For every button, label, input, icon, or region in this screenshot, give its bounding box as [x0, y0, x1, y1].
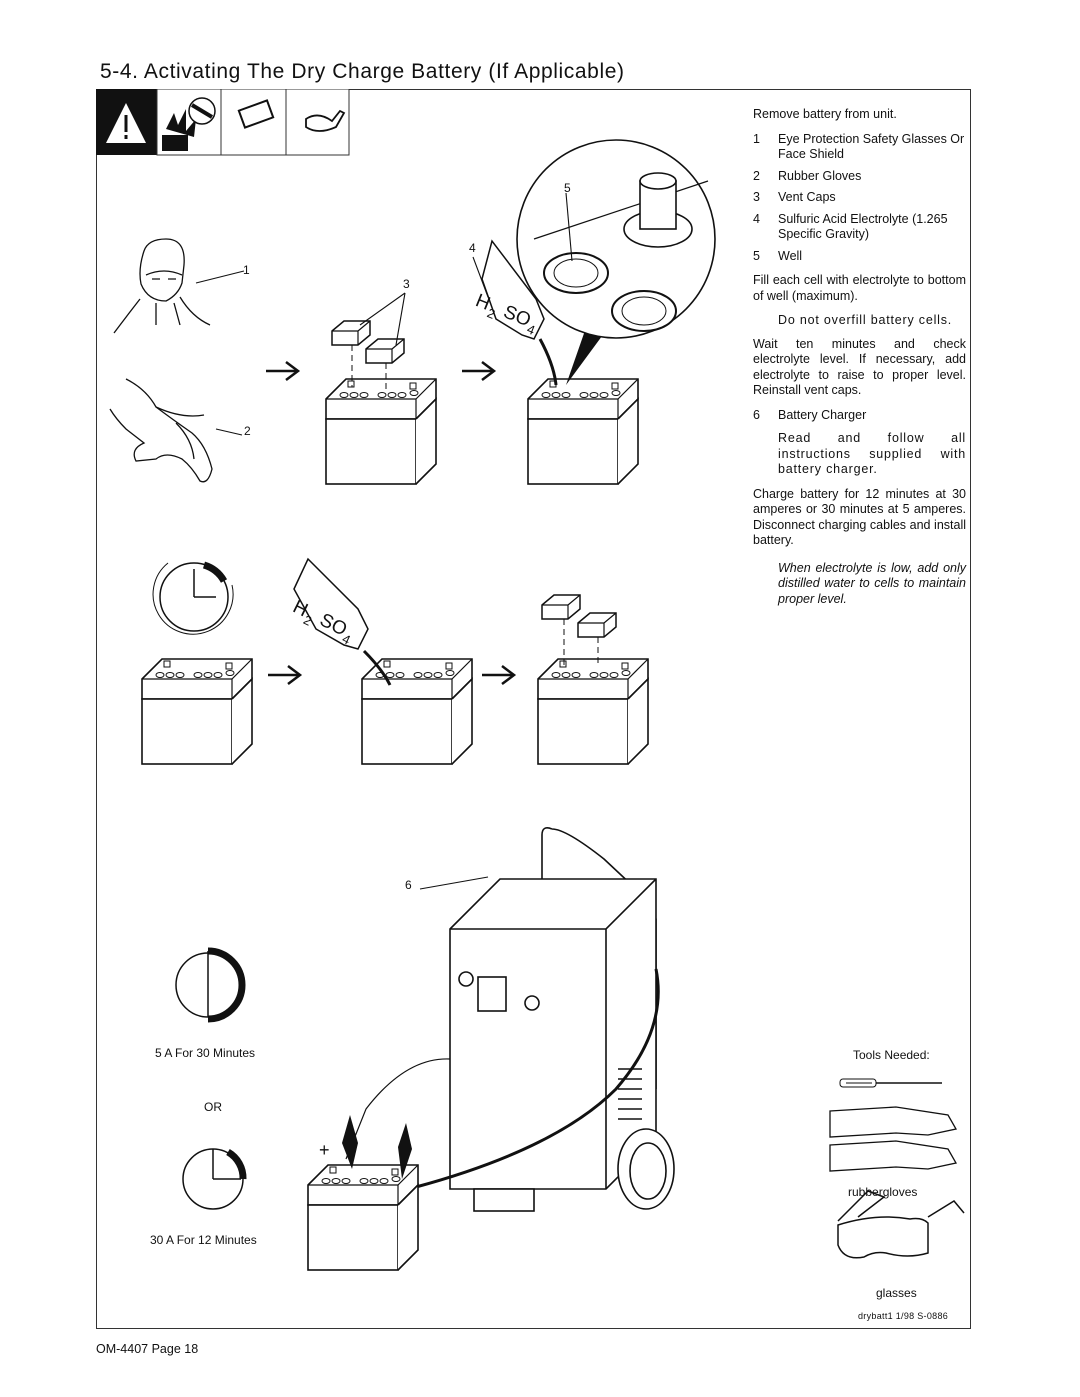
read-follow-instruction: Read and follow all instructions supplie… — [778, 431, 966, 476]
option-5a-30min: 5 A For 30 Minutes — [155, 1046, 256, 1060]
page-footer: OM-4407 Page 18 — [96, 1342, 199, 1356]
tools-gloves-label: rubbergloves — [848, 1185, 918, 1199]
screwdriver-icon — [839, 1078, 942, 1088]
rubber-gloves-icon — [829, 1106, 958, 1172]
plus-sign: + — [319, 1140, 330, 1160]
clock-30-minutes-icon — [175, 947, 246, 1023]
section-title: 5-4. Activating The Dry Charge Battery (… — [100, 60, 625, 83]
callout-2: 2 — [244, 424, 251, 438]
tools-heading: Tools Needed: — [853, 1048, 930, 1062]
tools-glasses-label: glasses — [876, 1286, 917, 1300]
clock-12-minutes-icon — [182, 1148, 247, 1210]
gloved-hands-figure — [109, 378, 213, 483]
fill-instruction: Fill each cell with electrolyte to botto… — [753, 273, 966, 303]
battery-charger-figure — [345, 827, 675, 1212]
charge-instruction: Charge battery for 12 minutes at 30 ampe… — [753, 486, 966, 548]
callout-6: 6 — [405, 878, 412, 892]
page-frame — [96, 89, 971, 1329]
remove-instruction: Remove battery from unit. — [753, 107, 897, 121]
option-or: OR — [204, 1100, 222, 1114]
callout-5: 5 — [564, 181, 571, 195]
electrolyte-bottle-2: H 2 SO 4 — [289, 557, 392, 686]
safety-icon-bar — [96, 89, 350, 156]
person-with-goggles-figure — [113, 238, 211, 334]
callout-4: 4 — [469, 241, 476, 255]
callout-1: 1 — [243, 263, 250, 277]
magnified-well-view — [516, 139, 716, 385]
drawing-codes: drybatt1 1/98 S-0886 — [858, 1311, 949, 1321]
wait-instruction: Wait ten minutes and check electrolyte l… — [753, 336, 966, 398]
clock-10-minutes-icon — [152, 561, 234, 635]
electrolyte-bottle: H 2 SO 4 — [473, 239, 558, 386]
overfill-warning: Do not overfill battery cells. — [778, 313, 953, 327]
distilled-water-note: When electrolyte is low, add only distil… — [778, 560, 966, 606]
safety-glasses-icon — [837, 1190, 965, 1259]
option-30a-12min: 30 A For 12 Minutes — [150, 1233, 257, 1247]
callout-3: 3 — [403, 277, 410, 291]
illustration-area: H 2 SO 4 — [96, 89, 965, 1271]
